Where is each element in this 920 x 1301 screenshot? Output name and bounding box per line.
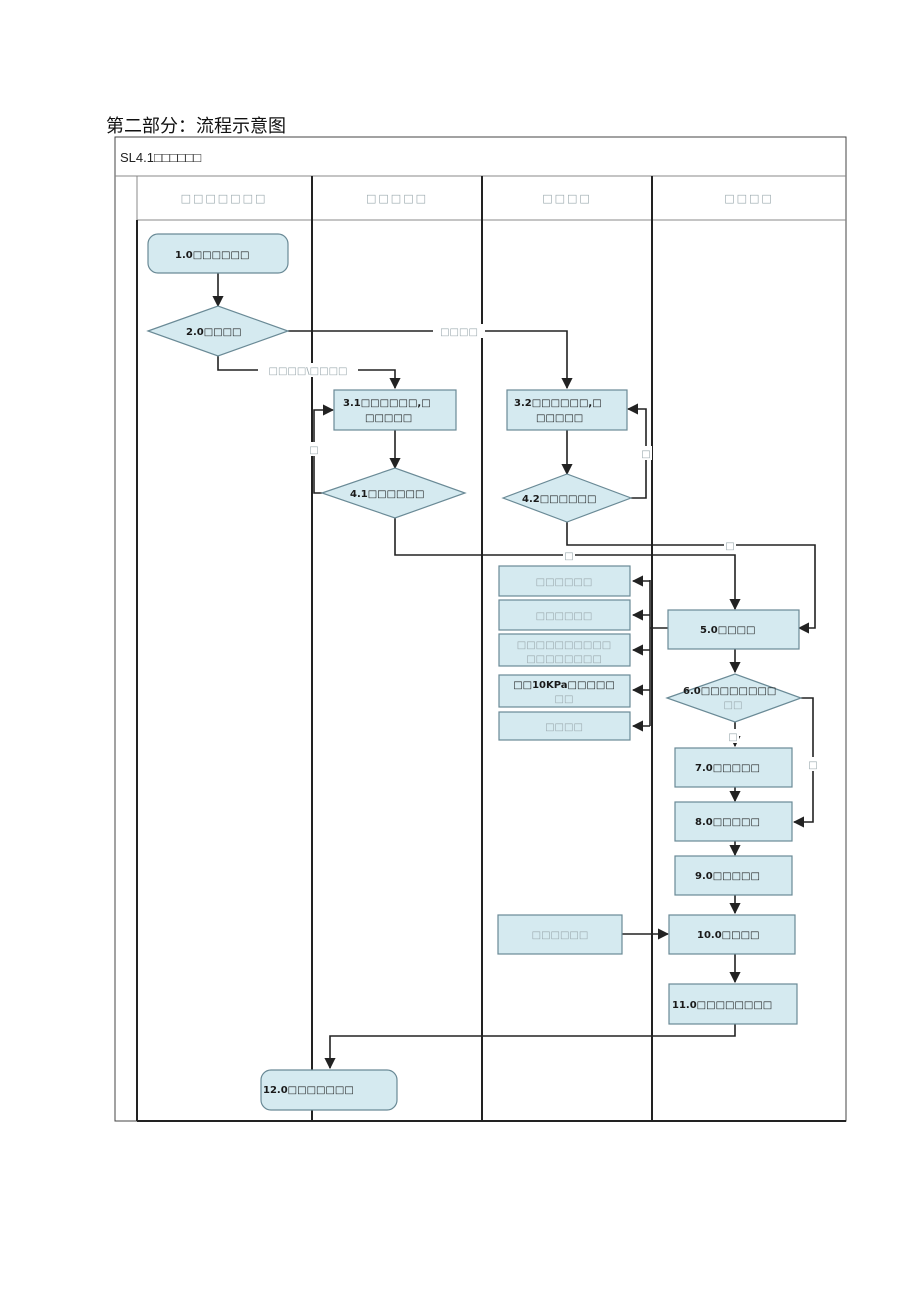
node-12-0: 12.0□□□□□□□ bbox=[260, 1069, 398, 1111]
svg-text:□□□□□: □□□□□ bbox=[365, 413, 412, 424]
input-box-10: □□□□□□ bbox=[497, 914, 623, 955]
svg-text:4.1□□□□□□: 4.1□□□□□□ bbox=[350, 489, 424, 500]
lane-header: □□□□ bbox=[724, 192, 774, 205]
svg-text:□□□□□□: □□□□□□ bbox=[536, 577, 593, 588]
node-7-0: 7.0□□□□□ bbox=[674, 747, 793, 788]
side-box-5: □□□□ bbox=[498, 711, 631, 741]
edge-label: □ bbox=[641, 449, 650, 460]
svg-text:4.2□□□□□□: 4.2□□□□□□ bbox=[522, 494, 596, 505]
node-4-1-decision: 4.1□□□□□□ bbox=[320, 467, 467, 519]
svg-text:5.0□□□□: 5.0□□□□ bbox=[700, 625, 756, 636]
svg-text:□□□□: □□□□ bbox=[545, 722, 583, 733]
node-5-0: 5.0□□□□ bbox=[667, 609, 800, 650]
svg-text:□□: □□ bbox=[555, 694, 574, 705]
svg-text:□□10KPa□□□□□: □□10KPa□□□□□ bbox=[513, 680, 615, 691]
edge-label: □□□□\□□□□ bbox=[269, 366, 348, 377]
lane-header: □□□□ bbox=[542, 192, 592, 205]
edge-label: □ bbox=[725, 541, 734, 552]
node-1-0: 1.0□□□□□□ bbox=[147, 233, 289, 274]
svg-text:□□□□□□: □□□□□□ bbox=[532, 930, 589, 941]
node-3-2: 3.2□□□□□□,□ □□□□□ bbox=[506, 389, 628, 431]
node-3-1: 3.1□□□□□□,□ □□□□□ bbox=[333, 389, 457, 431]
svg-text:6.0□□□□□□□□: 6.0□□□□□□□□ bbox=[683, 686, 776, 697]
svg-text:□□□□□: □□□□□ bbox=[536, 413, 583, 424]
node-10-0: 10.0□□□□ bbox=[668, 914, 796, 955]
side-box-1: □□□□□□ bbox=[498, 565, 631, 597]
section-title: 第二部分：流程示意图 bbox=[106, 116, 286, 137]
node-8-0: 8.0□□□□□ bbox=[674, 801, 793, 842]
edge-label: □ bbox=[564, 551, 573, 562]
side-box-4: □□10KPa□□□□□ □□ bbox=[498, 674, 631, 708]
edge-label: □ bbox=[728, 732, 737, 743]
node-9-0: 9.0□□□□□ bbox=[674, 855, 793, 896]
lane-header: □□□□□ bbox=[366, 192, 428, 205]
svg-text:□□□□□□: □□□□□□ bbox=[536, 611, 593, 622]
svg-text:3.2□□□□□□,□: 3.2□□□□□□,□ bbox=[514, 398, 602, 409]
svg-text:9.0□□□□□: 9.0□□□□□ bbox=[695, 871, 760, 882]
svg-text:10.0□□□□: 10.0□□□□ bbox=[697, 930, 759, 941]
svg-text:□□□□□□□□: □□□□□□□□ bbox=[526, 654, 602, 665]
svg-text:12.0□□□□□□□: 12.0□□□□□□□ bbox=[263, 1085, 354, 1096]
svg-text:□□□□□□□□□□: □□□□□□□□□□ bbox=[517, 640, 611, 651]
lane-header: □□□□□□□ bbox=[181, 192, 268, 205]
side-box-2: □□□□□□ bbox=[498, 599, 631, 631]
edge-label: □ bbox=[808, 760, 817, 771]
svg-text:7.0□□□□□: 7.0□□□□□ bbox=[695, 763, 760, 774]
svg-text:2.0□□□□: 2.0□□□□ bbox=[186, 327, 242, 338]
svg-text:8.0□□□□□: 8.0□□□□□ bbox=[695, 817, 760, 828]
node-11-0: 11.0□□□□□□□□ bbox=[668, 983, 798, 1025]
svg-text:1.0□□□□□□: 1.0□□□□□□ bbox=[175, 250, 249, 261]
node-4-2-decision: 4.2□□□□□□ bbox=[501, 473, 633, 523]
diagram-title: SL4.1□□□□□□ bbox=[120, 150, 201, 165]
side-box-3: □□□□□□□□□□ □□□□□□□□ bbox=[498, 633, 631, 667]
node-2-0-decision: 2.0□□□□ bbox=[146, 305, 290, 357]
svg-text:11.0□□□□□□□□: 11.0□□□□□□□□ bbox=[672, 1000, 772, 1011]
svg-text:3.1□□□□□□,□: 3.1□□□□□□,□ bbox=[343, 398, 431, 409]
edge-label: □ bbox=[309, 445, 318, 456]
edge-label: □□□□ bbox=[440, 327, 478, 338]
node-6-0-decision: 6.0□□□□□□□□ □□ bbox=[665, 673, 803, 723]
svg-text:□□: □□ bbox=[724, 700, 743, 711]
